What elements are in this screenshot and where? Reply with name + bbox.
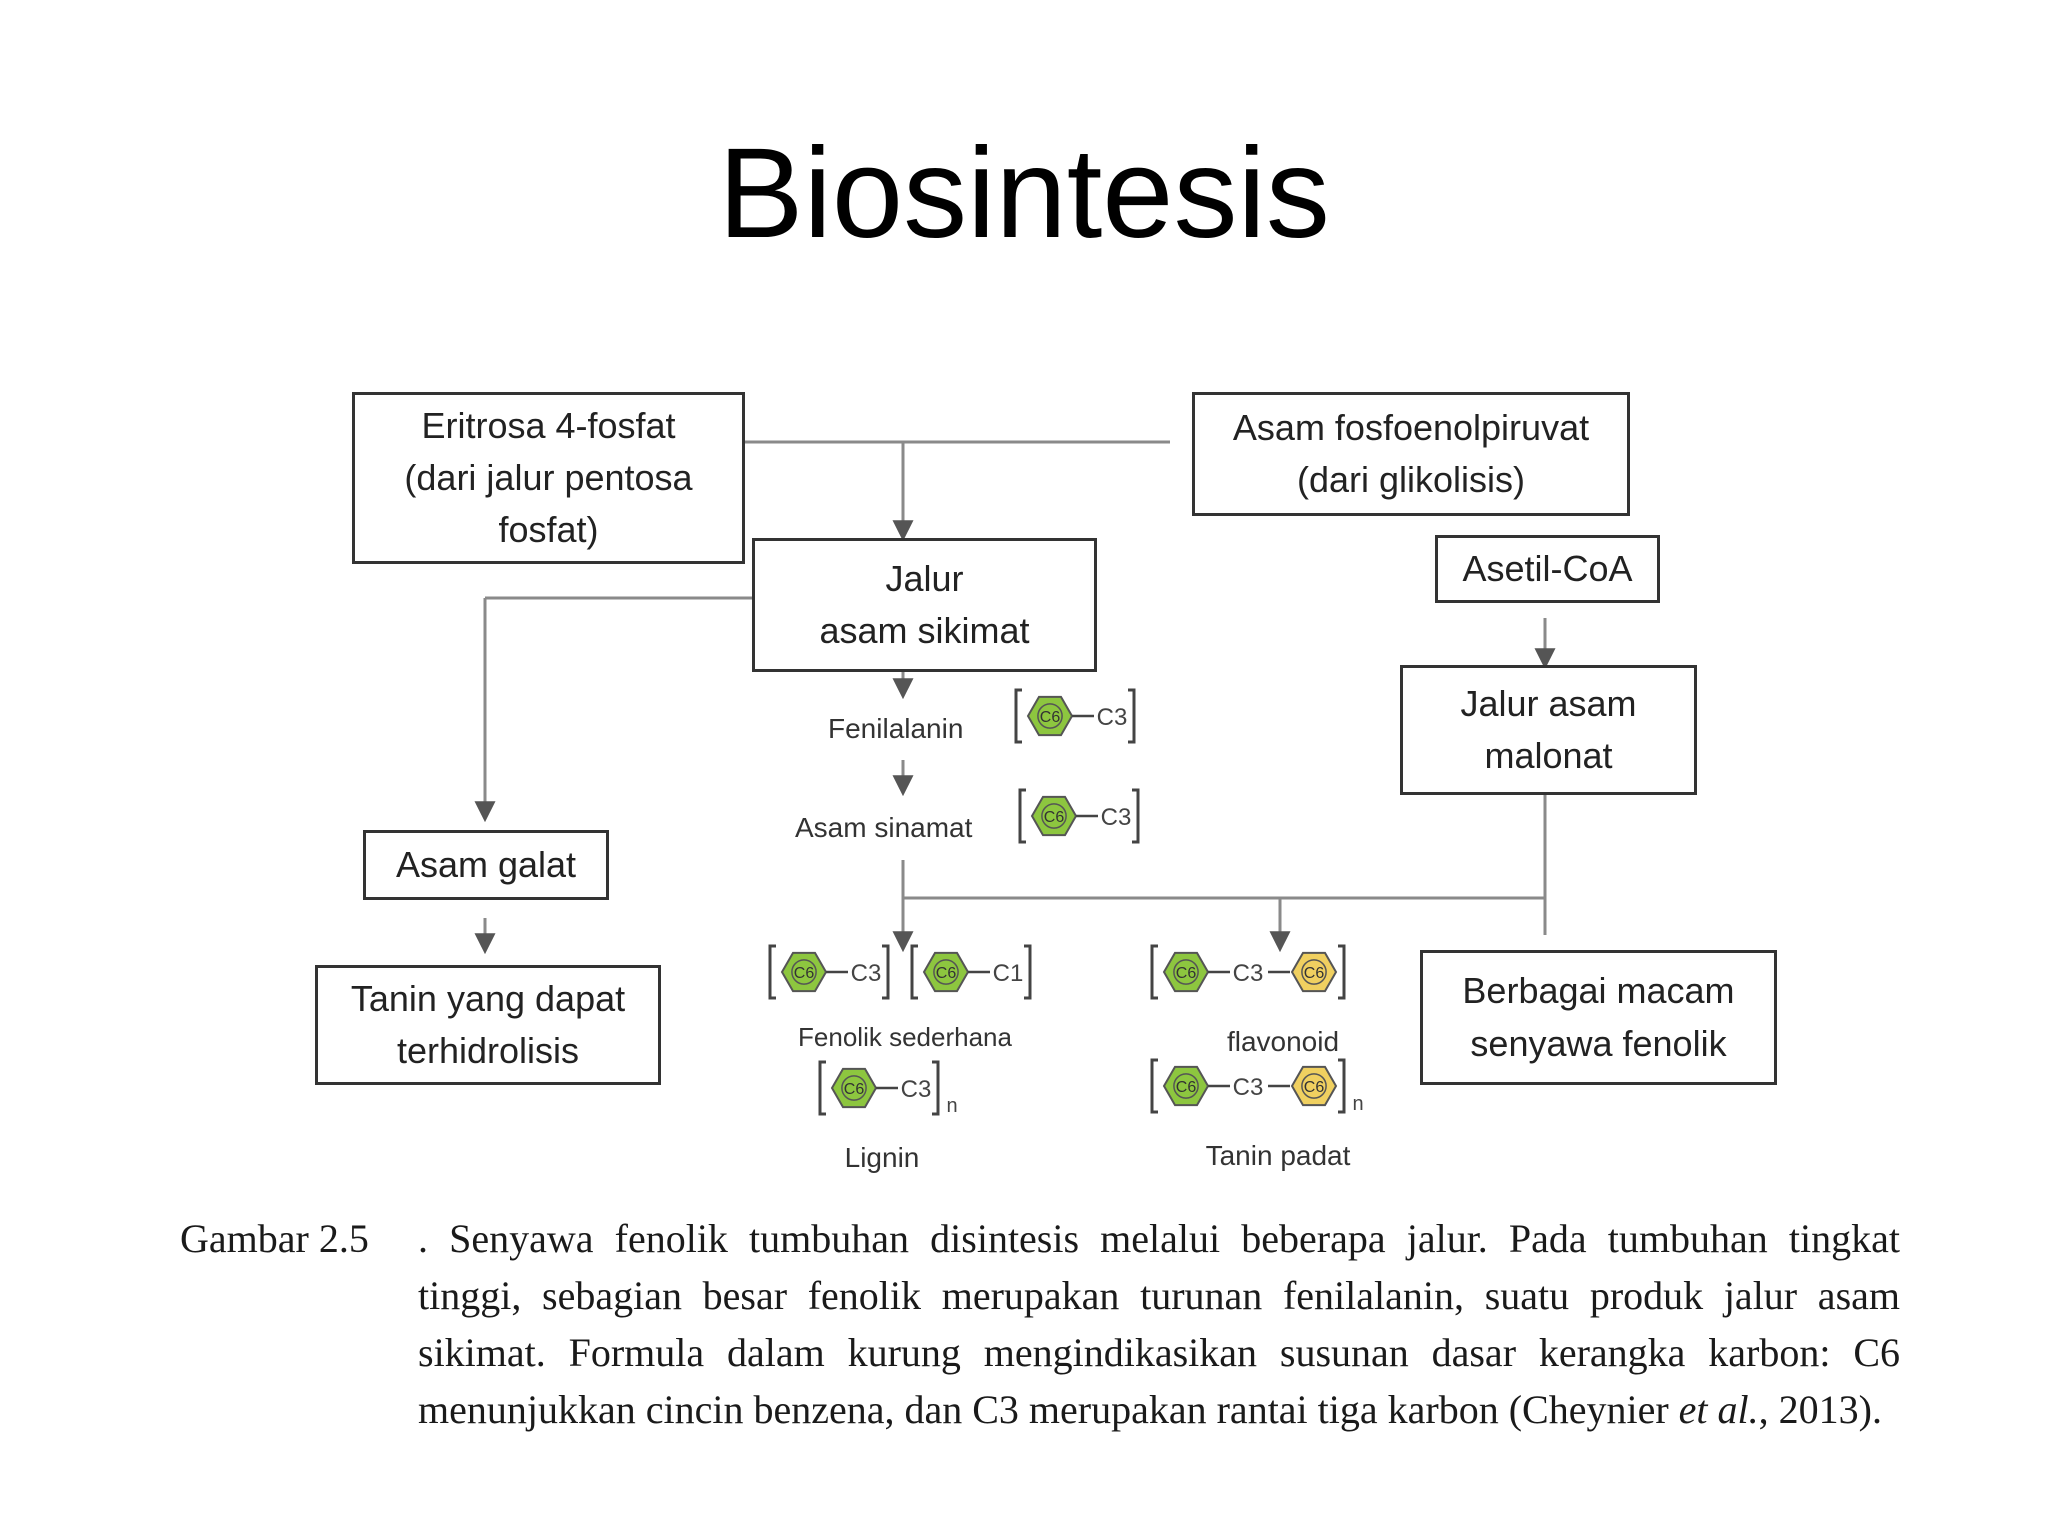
box-berbagai-senyawa-fenolik: Berbagai macam senyawa fenolik bbox=[1420, 950, 1777, 1085]
box-malonat-line-2: malonat bbox=[1484, 735, 1613, 776]
box-asam-galat-label: Asam galat bbox=[395, 843, 577, 885]
box-asam-fosfo-line-1: Asam fosfoenolpiruvat bbox=[1232, 406, 1590, 448]
formula-lignin-ring-inner bbox=[841, 1075, 867, 1101]
formula-flavonoid-chain: C3 bbox=[1233, 960, 1264, 987]
formula-fenilalanin-ring-inner bbox=[1037, 703, 1063, 729]
formula-asam-sinamat-ring bbox=[1030, 795, 1078, 837]
formula-fenolik-c6c3-chain: C3 bbox=[851, 960, 882, 987]
box-berbagai-line-2: senyawa fenolik bbox=[1470, 1022, 1727, 1064]
box-jalur-asam-malonat: Jalur asam malonat bbox=[1400, 665, 1697, 795]
box-sikimat-line-1: Jalur bbox=[885, 557, 964, 599]
formula-fenolik-c6c1-ring bbox=[922, 951, 970, 993]
formula-tanin-padat-ring-label: C6 bbox=[1176, 1079, 1197, 1096]
box-eritrosa-4-fosfat: Eritrosa 4-fosfat (dari jalur pentosa fo… bbox=[352, 392, 745, 564]
formula-tanin-padat-ring-2-inner bbox=[1301, 1073, 1327, 1099]
formula-flavonoid-ring-2-label: C6 bbox=[1304, 965, 1325, 982]
formula-tanin-padat-subscript: n bbox=[1352, 1093, 1363, 1115]
box-asam-fosfo-line-2: (dari glikolisis) bbox=[1296, 459, 1526, 500]
figure-caption: Gambar 2.5 . Senyawa fenolik tumbuhan di… bbox=[180, 1210, 1900, 1438]
box-sikimat-line-2: asam sikimat bbox=[819, 610, 1030, 651]
label-lignin: Lignin bbox=[844, 1142, 920, 1173]
formula-tanin-padat-ring bbox=[1162, 1065, 1210, 1107]
formula-fenolik-c6c3-bracket-right bbox=[882, 944, 890, 1000]
formula-fenilalanin-chain: C3 bbox=[1097, 704, 1128, 731]
formula-flavonoid-bracket-left bbox=[1150, 944, 1158, 1000]
formula-lignin-bracket-right bbox=[932, 1060, 940, 1116]
formula-asam-sinamat-ring-inner bbox=[1041, 803, 1067, 829]
box-tanin-line-1: Tanin yang dapat bbox=[350, 977, 626, 1019]
formula-fenilalanin-ring-label: C6 bbox=[1040, 709, 1061, 726]
formula-flavonoid-ring-2-inner bbox=[1301, 959, 1327, 985]
formula-fenilalanin-ring bbox=[1026, 695, 1074, 737]
box-eritrosa-line-1: Eritrosa 4-fosfat bbox=[421, 404, 676, 446]
caption-number: Gambar 2.5 bbox=[180, 1216, 369, 1261]
label-asam-sinamat: Asam sinamat bbox=[795, 812, 973, 843]
formula-flavonoid-ring-2 bbox=[1290, 951, 1338, 993]
formula-asam-sinamat-ring-label: C6 bbox=[1044, 809, 1065, 826]
caption-text-1: . Senyawa fenolik tumbuhan disintesis me… bbox=[418, 1216, 1900, 1432]
formula-fenolik-c6c1-chain: C1 bbox=[993, 960, 1024, 987]
box-asetil-coa: Asetil-CoA bbox=[1435, 535, 1660, 603]
formula-tanin-padat-ring-2-label: C6 bbox=[1304, 1079, 1325, 1096]
box-berbagai-line-1: Berbagai macam bbox=[1462, 970, 1735, 1012]
formula-fenolik-c6c3-bracket-left bbox=[768, 944, 776, 1000]
formula-flavonoid-bracket-right bbox=[1338, 944, 1346, 1000]
formula-tanin-padat-bracket-left bbox=[1150, 1058, 1158, 1114]
box-tanin-terhidrolisis: Tanin yang dapat terhidrolisis bbox=[315, 965, 661, 1085]
box-jalur-asam-sikimat: Jalur asam sikimat bbox=[752, 538, 1097, 672]
formula-asam-sinamat-bracket-right bbox=[1132, 788, 1140, 844]
formula-tanin-padat-bracket-right bbox=[1338, 1058, 1346, 1114]
box-asetil-coa-label: Asetil-CoA bbox=[1462, 547, 1633, 589]
formula-lignin-ring bbox=[830, 1067, 878, 1109]
label-tanin-padat: Tanin padat bbox=[1205, 1140, 1351, 1171]
box-tanin-line-2: terhidrolisis bbox=[396, 1030, 580, 1071]
formula-fenolik-c6c1-ring-inner bbox=[933, 959, 959, 985]
caption-text-2: , 2013). bbox=[1758, 1387, 1882, 1432]
formula-fenilalanin-bracket-left bbox=[1014, 688, 1022, 744]
formula-fenolik-c6c1-bracket-left bbox=[910, 944, 918, 1000]
formula-tanin-padat-ring-2 bbox=[1290, 1065, 1338, 1107]
caption-body: . Senyawa fenolik tumbuhan disintesis me… bbox=[418, 1210, 1900, 1438]
formula-fenolik-c6c3-ring-label: C6 bbox=[794, 965, 815, 982]
box-asam-fosfoenolpiruvat: Asam fosfoenolpiruvat (dari glikolisis) bbox=[1192, 392, 1630, 516]
formula-lignin-bracket-left bbox=[818, 1060, 826, 1116]
formula-fenolik-c6c3-ring bbox=[780, 951, 828, 993]
formula-asam-sinamat-chain: C3 bbox=[1101, 804, 1132, 831]
label-fenilalanin: Fenilalanin bbox=[828, 713, 964, 744]
formula-tanin-padat-chain: C3 bbox=[1233, 1074, 1264, 1101]
formula-lignin-subscript: n bbox=[946, 1095, 957, 1117]
box-eritrosa-line-3: fosfat) bbox=[498, 509, 599, 551]
label-flavonoid: flavonoid bbox=[1226, 1026, 1340, 1057]
formula-lignin-chain: C3 bbox=[901, 1076, 932, 1103]
slide-title: Biosintesis bbox=[718, 122, 1330, 265]
formula-fenilalanin-bracket-right bbox=[1128, 688, 1136, 744]
formula-lignin-ring-label: C6 bbox=[844, 1081, 865, 1098]
formula-flavonoid-ring bbox=[1162, 951, 1210, 993]
formula-asam-sinamat-bracket-left bbox=[1018, 788, 1026, 844]
formula-fenolik-c6c3-ring-inner bbox=[791, 959, 817, 985]
label-fenolik-sederhana: Fenolik sederhana bbox=[798, 1022, 1012, 1052]
formula-flavonoid-ring-inner bbox=[1173, 959, 1199, 985]
formula-fenolik-c6c1-bracket-right bbox=[1024, 944, 1032, 1000]
formula-fenolik-c6c1-ring-label: C6 bbox=[936, 965, 957, 982]
caption-italic: et al. bbox=[1678, 1387, 1759, 1432]
box-asam-galat: Asam galat bbox=[363, 830, 609, 900]
formula-flavonoid-ring-label: C6 bbox=[1176, 965, 1197, 982]
box-malonat-line-1: Jalur asam bbox=[1460, 682, 1637, 724]
box-eritrosa-line-2: (dari jalur pentosa bbox=[404, 456, 693, 498]
formula-tanin-padat-ring-inner bbox=[1173, 1073, 1199, 1099]
